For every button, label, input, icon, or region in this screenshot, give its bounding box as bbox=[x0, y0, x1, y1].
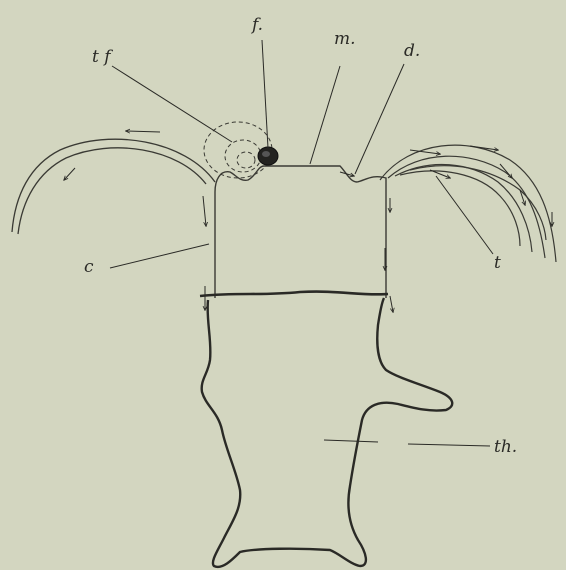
left-cilium bbox=[12, 139, 215, 234]
label-tf: t f bbox=[92, 47, 113, 67]
label-f: f. bbox=[250, 15, 263, 35]
head-outline bbox=[215, 166, 386, 298]
segment-junction bbox=[200, 292, 388, 296]
leader-lines bbox=[110, 40, 493, 446]
flagellum-base bbox=[258, 147, 278, 165]
right-cilia bbox=[380, 145, 556, 262]
label-t: t bbox=[494, 253, 501, 273]
label-d: d. bbox=[404, 41, 420, 61]
label-c: c bbox=[84, 257, 94, 277]
label-m: m. bbox=[334, 29, 356, 49]
flow-arrows bbox=[64, 131, 552, 312]
trunk-outline bbox=[202, 298, 453, 567]
label-th: th. bbox=[494, 437, 517, 457]
